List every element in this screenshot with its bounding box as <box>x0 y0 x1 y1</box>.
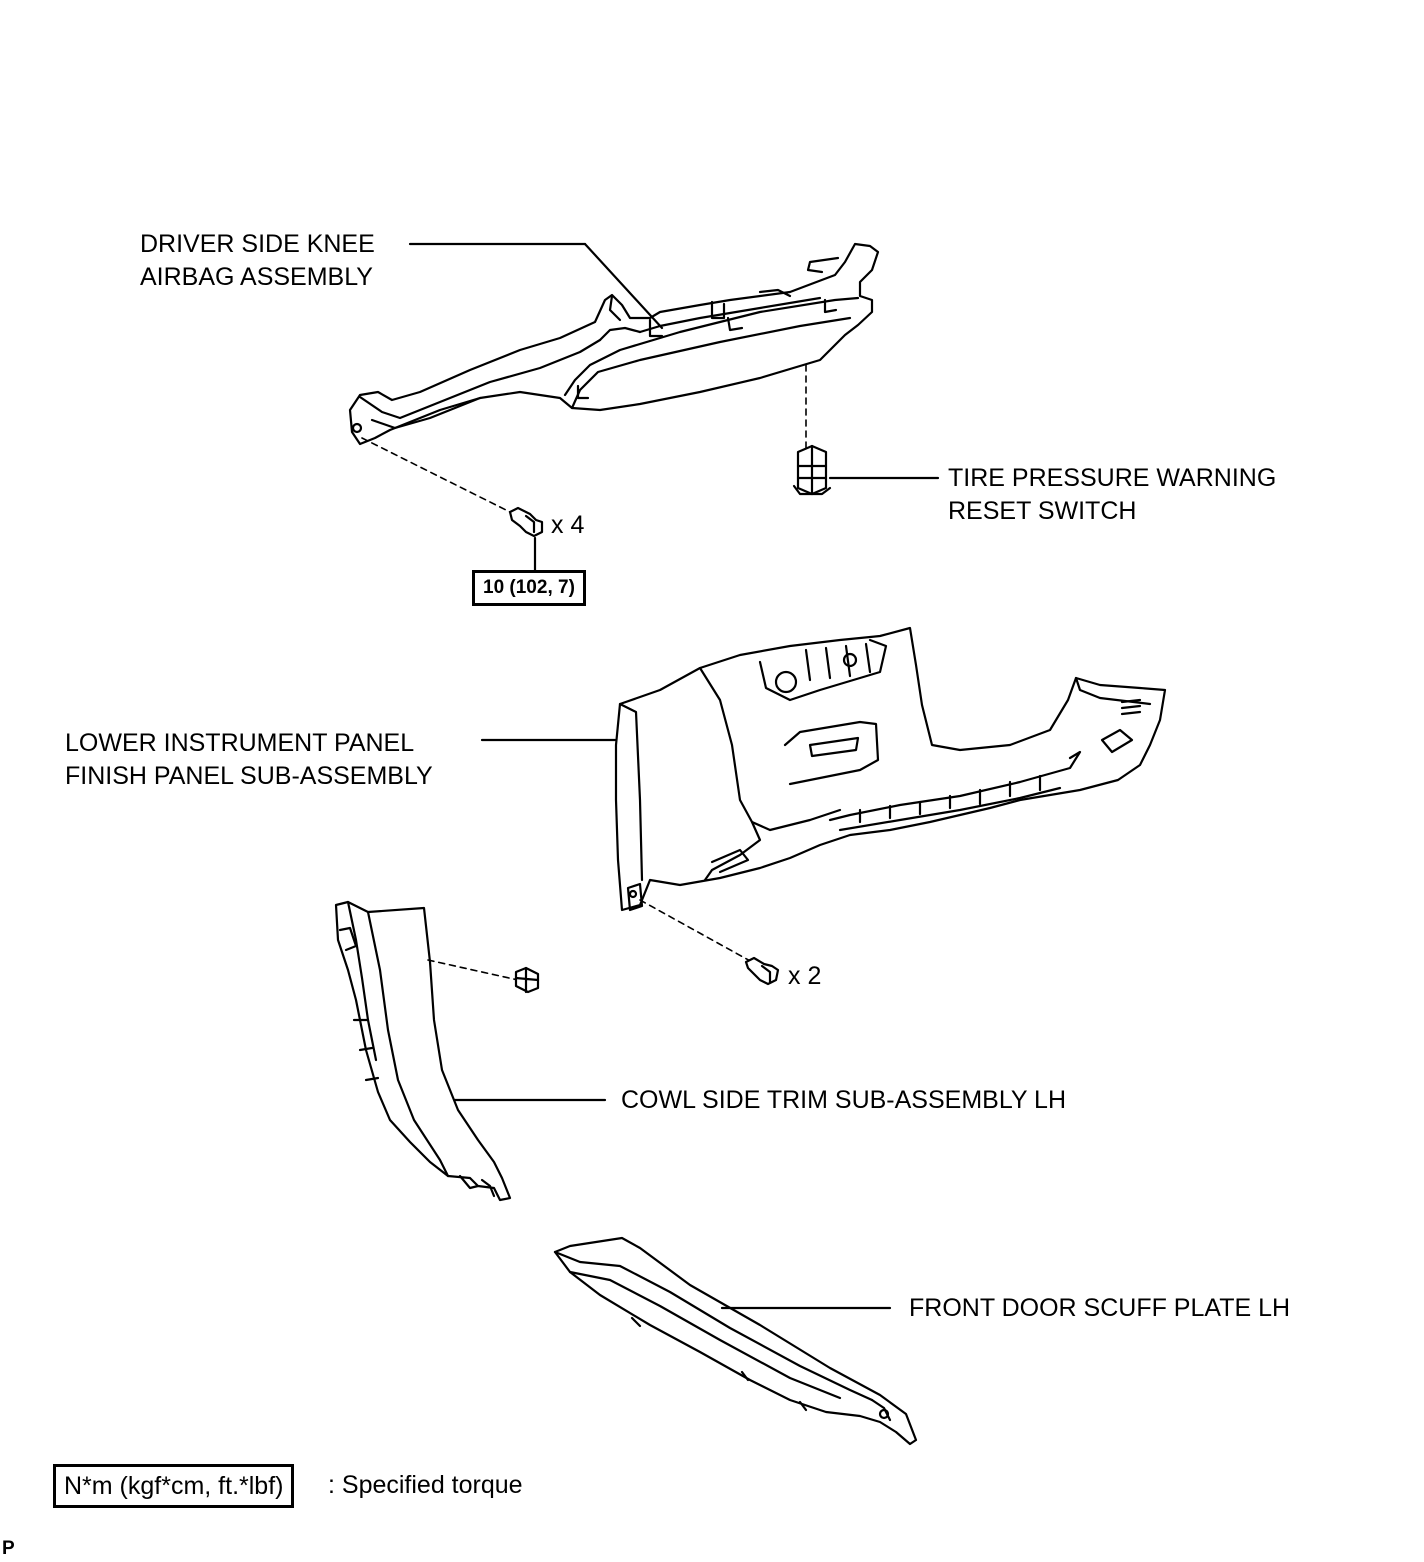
front-door-scuff-plate <box>553 1236 918 1446</box>
airbag-torque-spec: 10 (102, 7) <box>472 570 586 606</box>
torque-legend-text: : Specified torque <box>328 1471 523 1499</box>
tire-pressure-switch <box>792 444 832 496</box>
airbag-bolt-quantity: x 4 <box>551 511 585 539</box>
lower-panel-label-line1: LOWER INSTRUMENT PANEL <box>65 729 415 757</box>
knee-airbag-label-line1: DRIVER SIDE KNEE <box>140 230 375 258</box>
knee-airbag-label-line2: AIRBAG ASSEMBLY <box>140 263 373 291</box>
torque-legend-box: N*m (kgf*cm, ft.*lbf) <box>53 1464 295 1508</box>
cowl-trim-label: COWL SIDE TRIM SUB-ASSEMBLY LH <box>621 1086 1067 1114</box>
panel-bolt <box>744 956 780 986</box>
knee-airbag-label: DRIVER SIDE KNEE AIRBAG ASSEMBLY <box>140 228 375 294</box>
tire-switch-label-line2: RESET SWITCH <box>948 497 1137 525</box>
knee-airbag-assembly <box>348 242 880 446</box>
scuff-plate-label: FRONT DOOR SCUFF PLATE LH <box>909 1294 1291 1322</box>
airbag-bolt <box>508 506 544 538</box>
lower-instrument-panel <box>614 626 1167 912</box>
tire-switch-label-line1: TIRE PRESSURE WARNING <box>948 464 1277 492</box>
lower-panel-label: LOWER INSTRUMENT PANEL FINISH PANEL SUB-… <box>65 727 433 793</box>
corner-mark: P <box>2 1538 15 1559</box>
panel-bolt-quantity: x 2 <box>788 962 822 990</box>
cowl-side-trim <box>334 900 512 1202</box>
lower-panel-label-line2: FINISH PANEL SUB-ASSEMBLY <box>65 762 433 790</box>
cowl-clip <box>514 966 540 994</box>
tire-switch-label: TIRE PRESSURE WARNING RESET SWITCH <box>948 462 1276 528</box>
